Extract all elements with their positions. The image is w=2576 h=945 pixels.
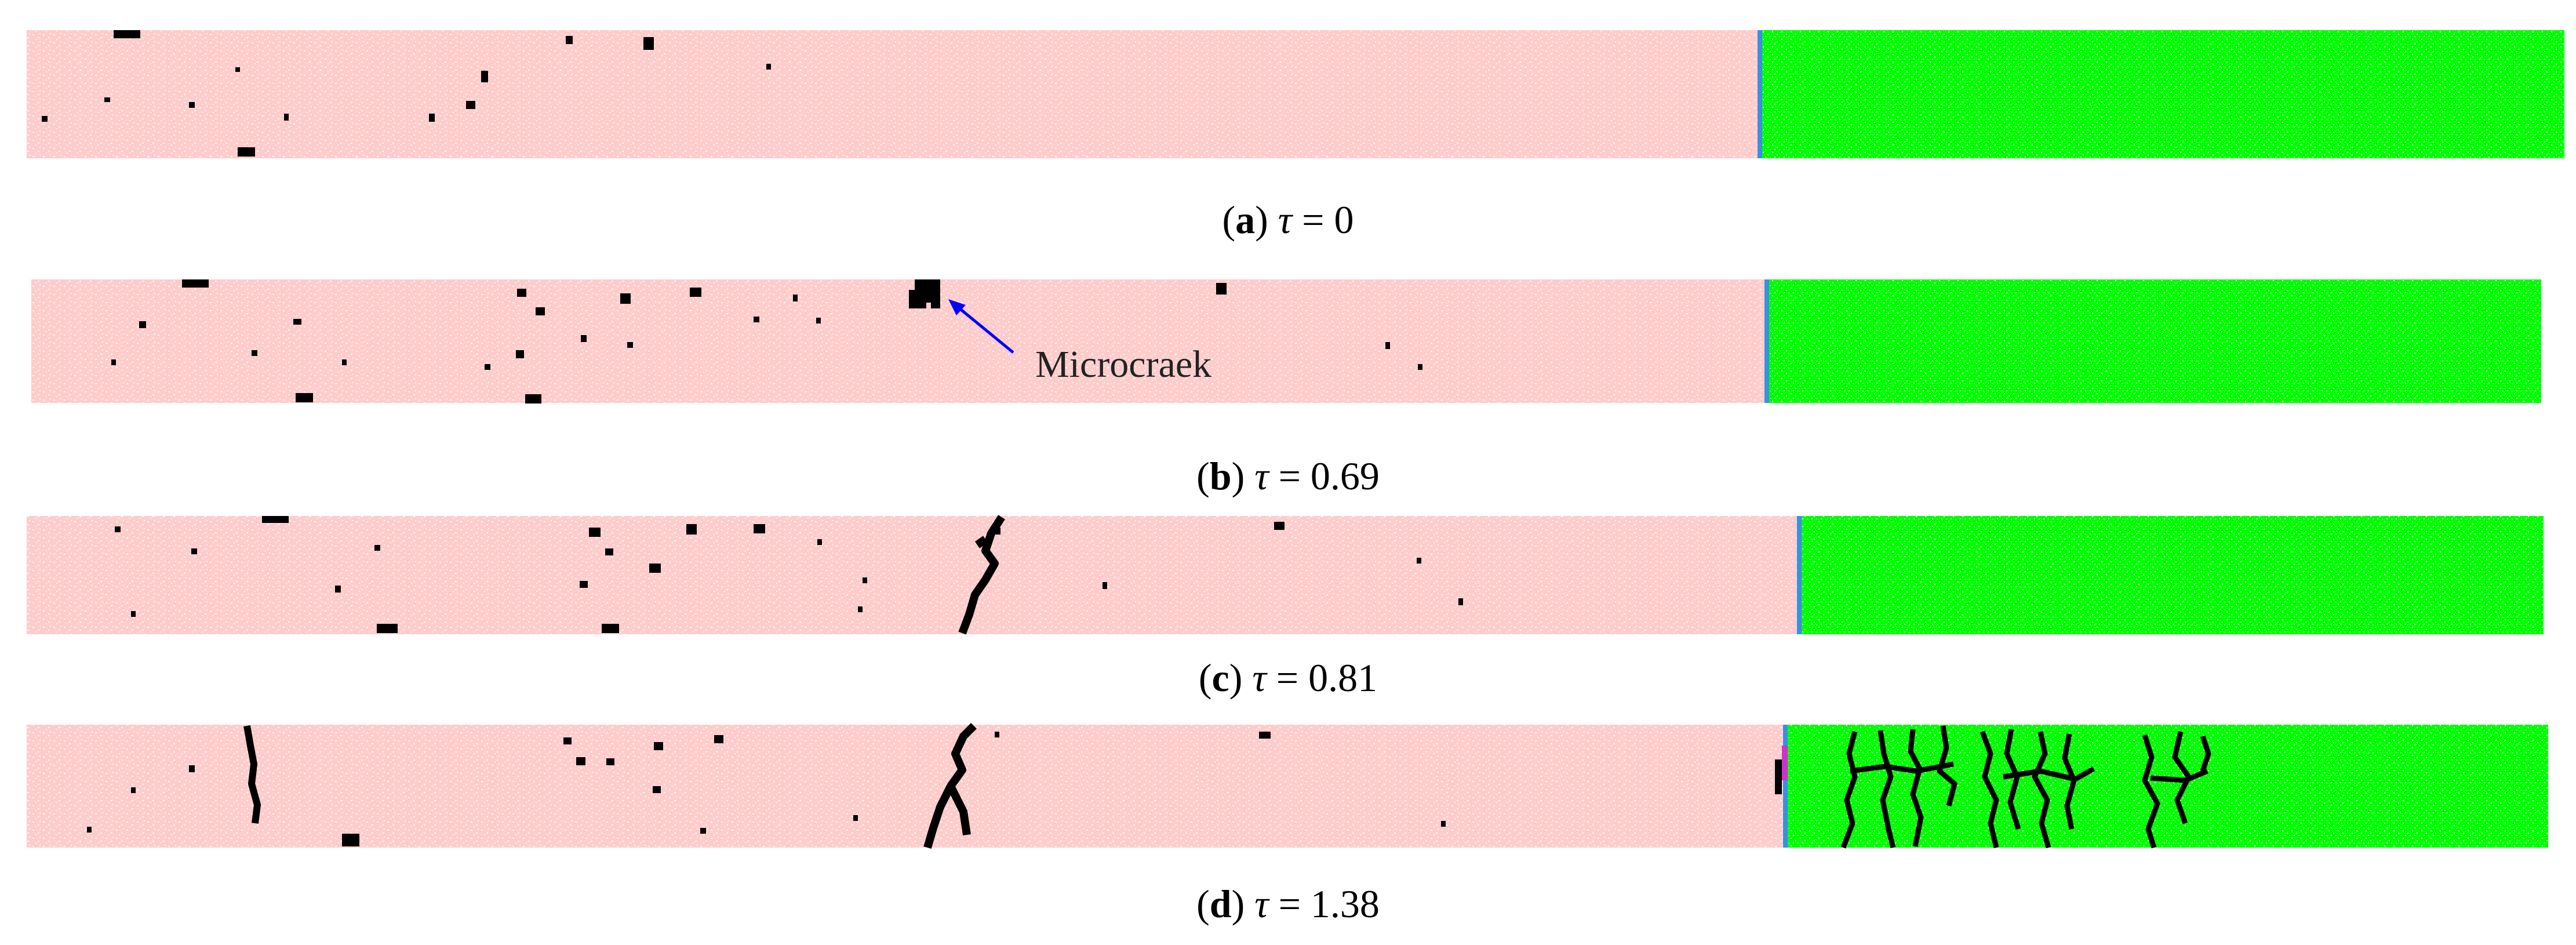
- panel-d: [27, 723, 2548, 849]
- panel-d-microcracks: [87, 732, 1782, 846]
- panel-c-left-material: [27, 516, 1799, 634]
- panel-a: [27, 30, 2564, 158]
- caption-b: (b) τ = 0.69: [1196, 454, 1380, 498]
- panel-c: [27, 515, 2544, 635]
- panel-d-green-cracks: [1840, 725, 2211, 849]
- panel-c-interface: [1797, 516, 1802, 634]
- panel-b-microcracks: [111, 279, 1422, 404]
- panel-d-right-material: [1785, 725, 2548, 848]
- panel-c-microcracks: [115, 516, 1463, 633]
- panel-b: Microcraek: [31, 279, 2541, 404]
- panel-d-interface: [1783, 725, 1788, 848]
- panel-b-left-material: [31, 279, 1767, 403]
- panel-d-main-crack: [923, 723, 977, 849]
- microcrack-label: Microcraek: [1035, 343, 1211, 386]
- panel-b-right-material: [1767, 279, 2541, 403]
- caption-d: (d) τ = 1.38: [1196, 882, 1380, 926]
- panel-d-left-crack: [243, 725, 261, 824]
- panel-a-interface: [1758, 30, 1762, 158]
- panel-a-microcracks: [42, 30, 771, 157]
- panel-c-right-material: [1799, 516, 2544, 634]
- caption-a: (a) τ = 0: [1222, 198, 1354, 242]
- panel-d-left-material: [27, 725, 1785, 848]
- panel-b-interface: [1764, 279, 1769, 403]
- microcrack-arrow: [948, 299, 1014, 354]
- panel-a-right-material: [1760, 30, 2564, 158]
- panel-d-interface-damage: [1782, 746, 1788, 780]
- panel-a-left-material: [27, 30, 1760, 158]
- caption-c: (c) τ = 0.81: [1198, 656, 1378, 700]
- panel-c-main-crack: [958, 515, 1005, 635]
